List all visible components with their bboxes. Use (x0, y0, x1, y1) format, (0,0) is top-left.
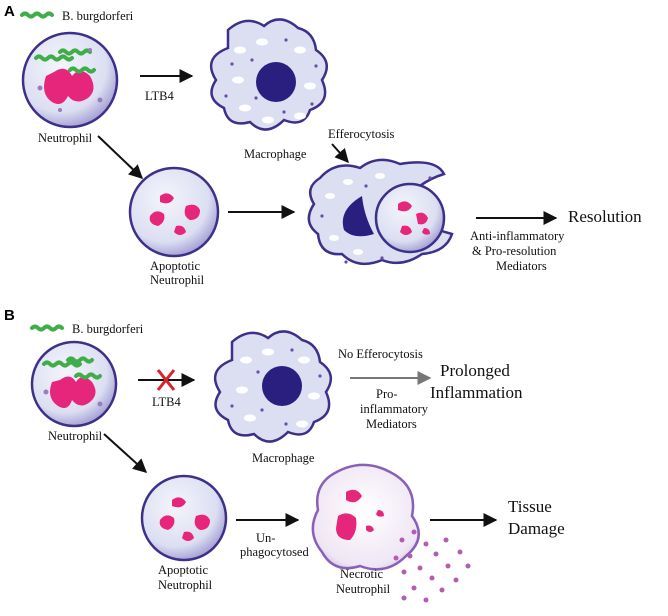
apoptotic-neutrophil-icon (140, 474, 228, 562)
apoptotic-label-b-2: Neutrophil (158, 578, 213, 592)
mediators-a-2: & Pro-resolution (472, 244, 557, 258)
efferocytosis-label: Efferocytosis (328, 127, 395, 141)
bacteria-label-b: B. burgdorferi (72, 322, 144, 336)
panel-b-letter: B (4, 307, 15, 324)
apoptosis-arrow-a (97, 135, 144, 179)
ltb4-label-a: LTB4 (145, 89, 174, 103)
unphagocytosed-2: phagocytosed (240, 545, 309, 559)
pro-inflammatory-1: Pro- (376, 387, 398, 401)
resolution-label: Resolution (568, 207, 642, 226)
neutrophil-label-b: Neutrophil (48, 429, 103, 443)
macrophage-label-b: Macrophage (252, 451, 315, 465)
apoptotic-neutrophil-icon (128, 166, 220, 258)
neutrophil-icon (30, 340, 118, 428)
tissue-label: Tissue (508, 497, 552, 516)
panel-a: A B. burgdorferi Neutrophil LTB4 (4, 3, 642, 287)
prolonged-label-2: Inflammation (430, 383, 523, 402)
panel-a-letter: A (4, 3, 15, 20)
apoptotic-label-a-1: Apoptotic (150, 259, 200, 273)
apoptotic-label-a-2: Neutrophil (150, 273, 205, 287)
mediators-a-1: Anti-inflammatory (470, 229, 565, 243)
necrotic-label-1: Necrotic (340, 567, 383, 581)
cell-debris (393, 529, 471, 603)
mediators-a-3: Mediators (496, 259, 547, 273)
neutrophil-icon (21, 31, 119, 129)
apoptotic-label-b-1: Apoptotic (158, 563, 208, 577)
neutrophil-label-a: Neutrophil (38, 131, 93, 145)
bacteria-label-a: B. burgdorferi (62, 9, 134, 23)
panel-b: B B. burgdorferi Neutrophil LTB4 (4, 307, 565, 603)
bacteria-icon (20, 11, 54, 19)
prolonged-label-1: Prolonged (440, 361, 510, 380)
damage-label: Damage (508, 519, 565, 538)
macrophage-icon (213, 330, 333, 443)
pro-inflammatory-2: inflammatory (360, 402, 429, 416)
red-x-icon (156, 369, 176, 391)
necrotic-neutrophil-icon (311, 463, 420, 571)
macrophage-label-a: Macrophage (244, 147, 307, 161)
efferocytosis-arrow (331, 143, 349, 164)
macrophage-icon (209, 18, 329, 131)
ltb4-label-b: LTB4 (152, 395, 181, 409)
unphagocytosed-1: Un- (256, 531, 275, 545)
no-efferocytosis-label: No Efferocytosis (338, 347, 423, 361)
apoptosis-arrow-b (103, 433, 148, 473)
macrophage-engulfing-icon (307, 158, 454, 266)
pro-inflammatory-3: Mediators (366, 417, 417, 431)
bacteria-icon (30, 324, 64, 332)
necrotic-label-2: Neutrophil (336, 582, 391, 596)
